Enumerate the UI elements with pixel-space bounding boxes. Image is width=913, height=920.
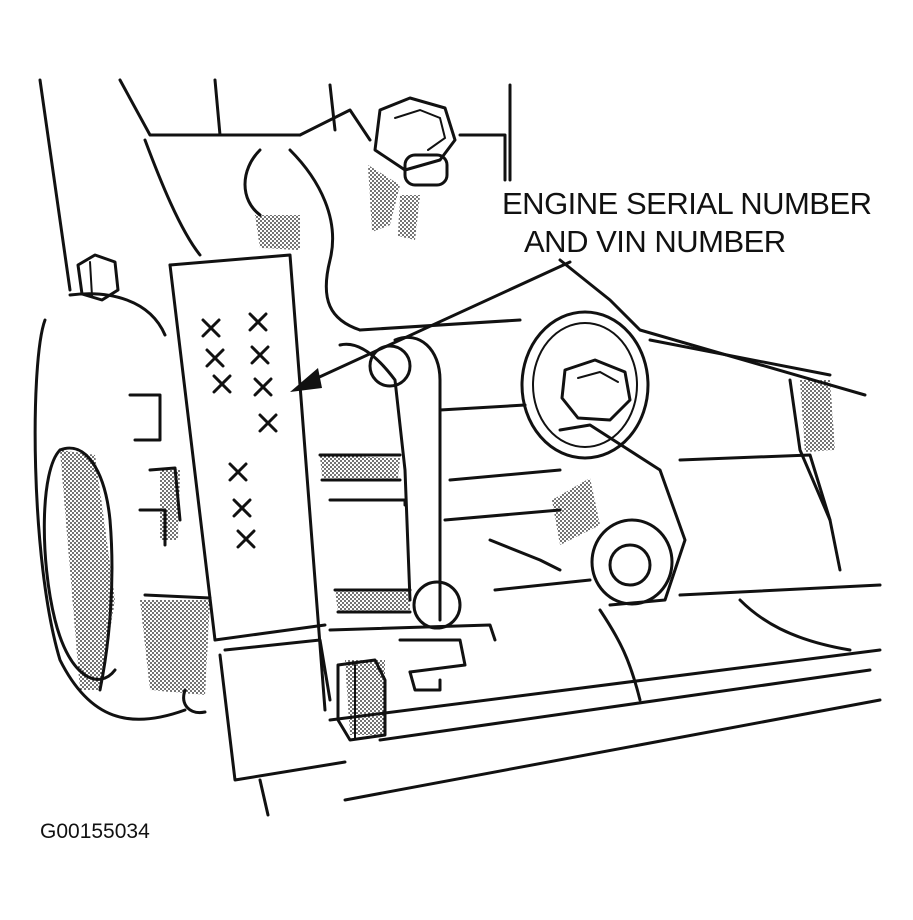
stamp-mark (250, 345, 270, 365)
engine-outline (33, 78, 882, 817)
stamp-mark (232, 498, 252, 518)
stamp-mark (228, 462, 248, 482)
left-hex-bolt (76, 253, 120, 302)
figure-id: G00155034 (40, 820, 150, 843)
stamp-mark (258, 413, 278, 433)
lower-boss (558, 423, 687, 607)
stamp-mark (236, 529, 256, 549)
stamp-mark (248, 312, 268, 332)
bottom-bolt (336, 658, 387, 742)
stamp-mark (205, 348, 225, 368)
callout-label-line1: ENGINE SERIAL NUMBER (502, 186, 872, 221)
callout-leader-arrow (290, 260, 572, 392)
stamp-mark (253, 377, 273, 397)
rib-boss-bottom (412, 580, 462, 630)
stamp-mark (212, 374, 232, 394)
top-bolt (373, 96, 457, 187)
callout-label-line2: AND VIN NUMBER (524, 224, 786, 259)
serial-stamp-marks (201, 312, 278, 549)
bolts (76, 96, 687, 742)
right-bolt (520, 310, 650, 460)
stamp-mark (201, 318, 221, 338)
